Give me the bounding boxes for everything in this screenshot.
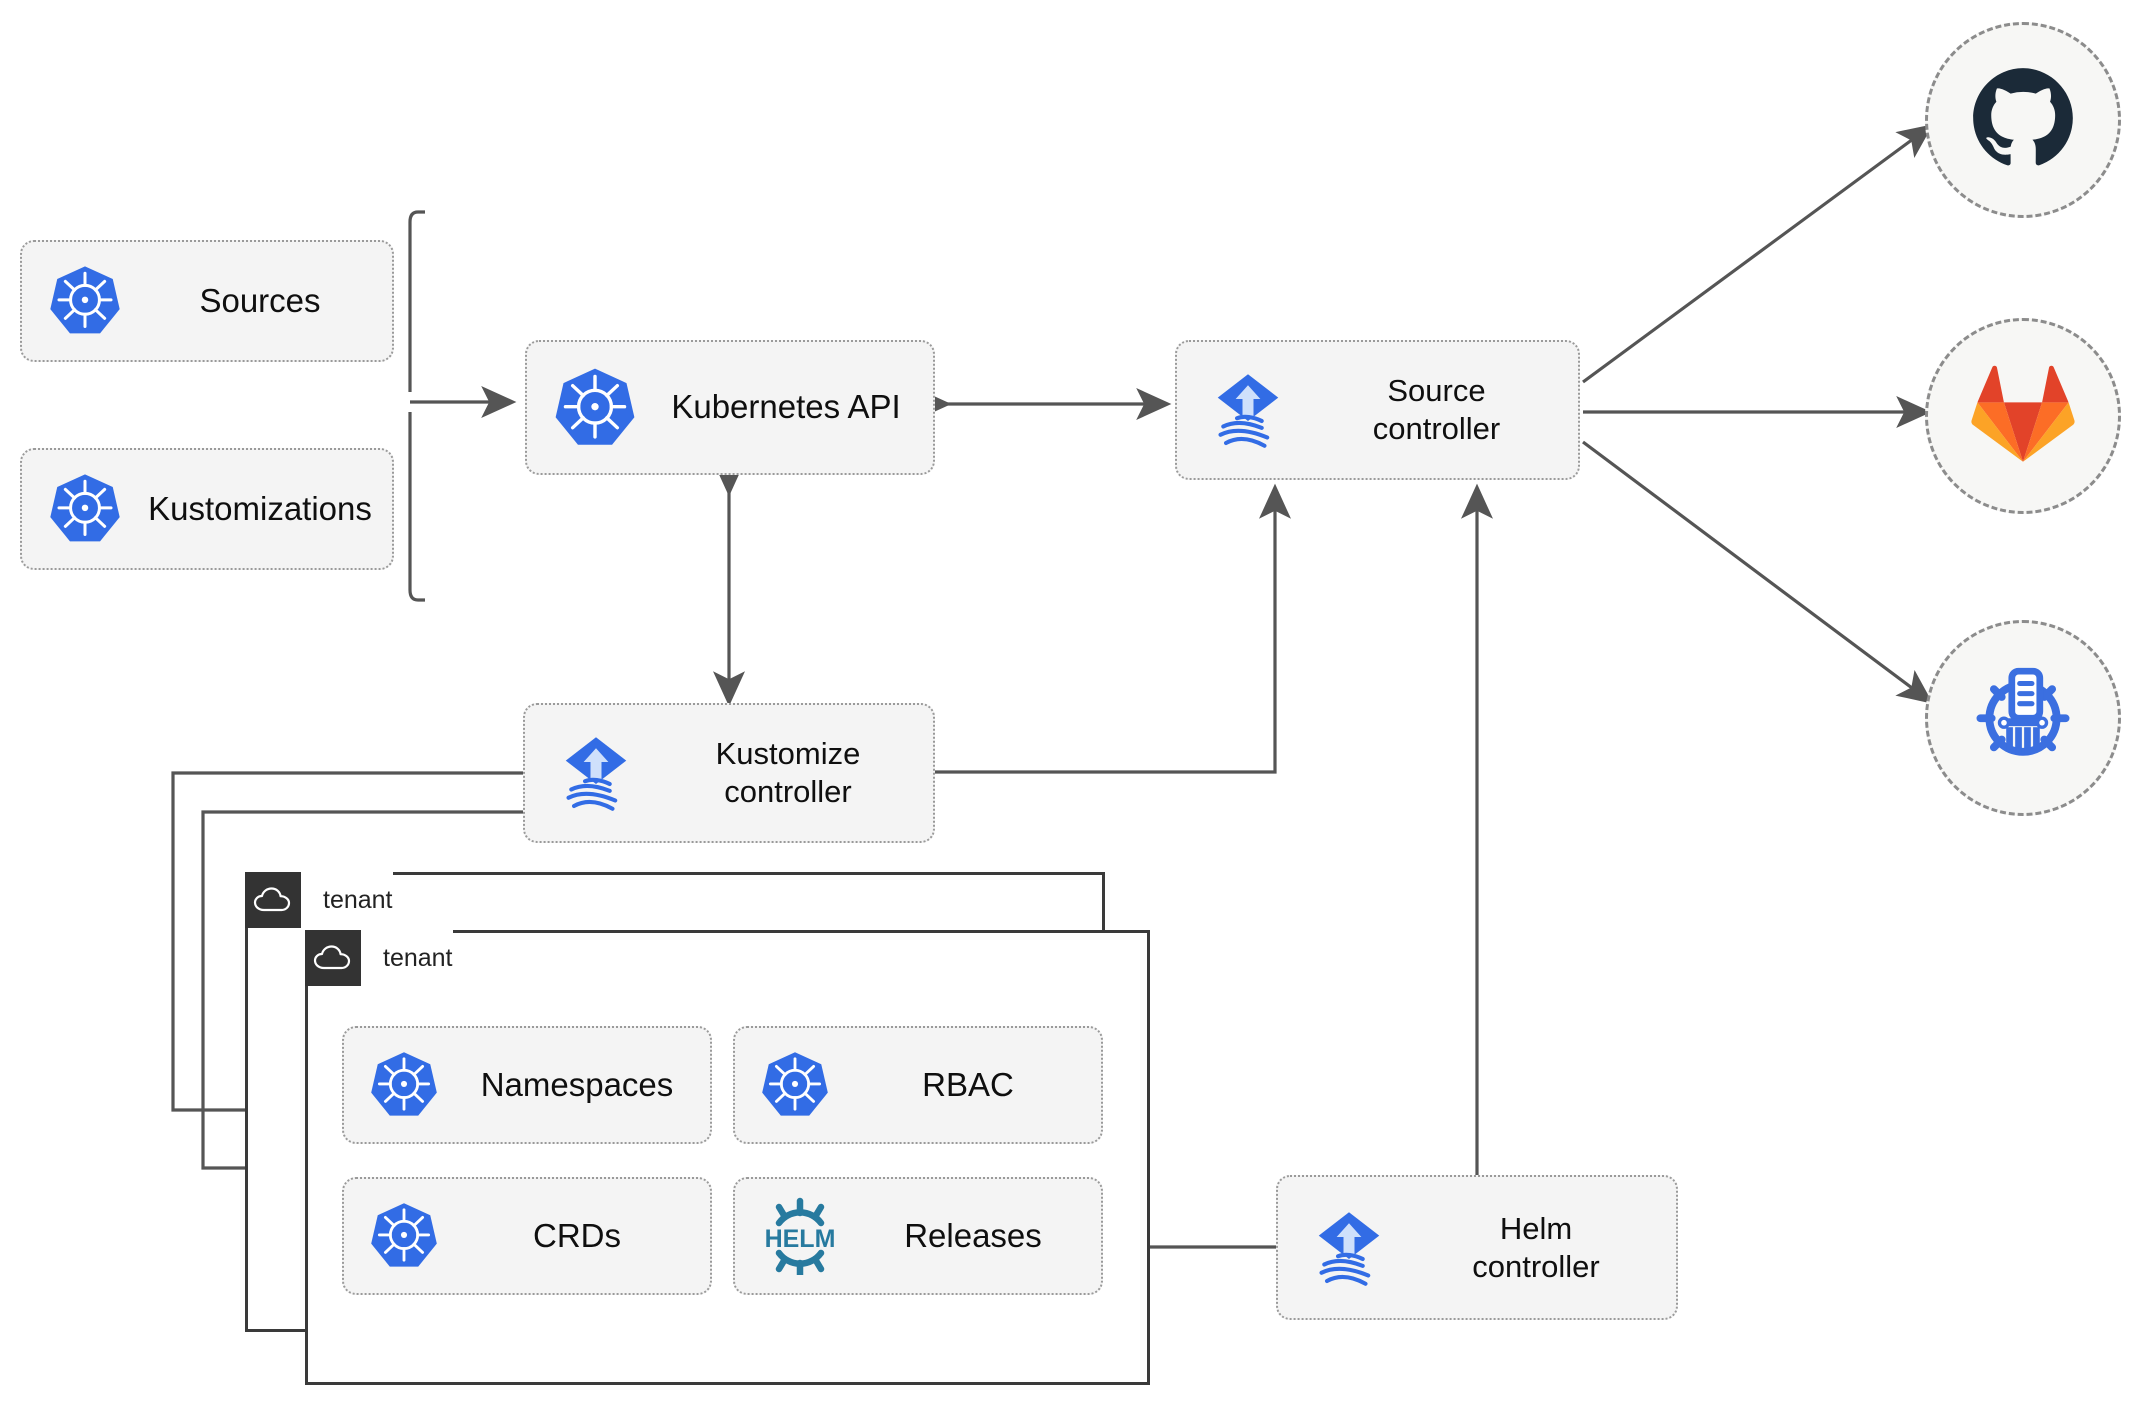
node-label-line2: controller (1472, 1248, 1600, 1284)
flux-icon (537, 729, 655, 817)
provider-helm-repository[interactable] (1925, 620, 2121, 816)
gitlab-icon (1970, 364, 2076, 469)
tenant-tab: tenant (245, 872, 393, 928)
wire-bracket-bottom (408, 412, 425, 602)
tenant-card-inner[interactable]: tenant (305, 930, 1150, 1385)
node-kustomizations[interactable]: Kustomizations (20, 448, 394, 570)
provider-gitlab[interactable] (1925, 318, 2121, 514)
node-label-line1: Source (1387, 373, 1486, 409)
node-kustomize-controller[interactable]: Kustomize controller (523, 703, 935, 843)
kubernetes-icon (354, 1201, 454, 1271)
helm-icon: HELM (745, 1197, 855, 1275)
node-source-controller[interactable]: Source controller (1175, 340, 1580, 480)
github-icon (1971, 66, 2075, 175)
node-label-line2: controller (724, 774, 852, 809)
wire-source-github (1582, 124, 1934, 384)
node-label: Kustomize controller (655, 735, 921, 811)
tenant-label: tenant (383, 943, 453, 972)
svg-text:HELM: HELM (765, 1225, 836, 1253)
node-releases[interactable]: HELM Releases (733, 1177, 1103, 1295)
wire-source-helmrepo (1582, 440, 1934, 704)
provider-github[interactable] (1925, 22, 2121, 218)
node-label: Helm controller (1408, 1210, 1664, 1286)
node-rbac[interactable]: RBAC (733, 1026, 1103, 1144)
cloud-icon (245, 872, 301, 928)
flux-icon (1290, 1204, 1408, 1292)
node-label-line1: Kustomize (715, 736, 861, 772)
node-label: Releases (904, 1216, 1042, 1254)
kubernetes-icon (354, 1050, 454, 1120)
cloud-icon (305, 930, 361, 986)
node-label: Namespaces (480, 1065, 674, 1103)
node-crds[interactable]: CRDs (342, 1177, 712, 1295)
node-label: Source controller (1307, 372, 1566, 448)
tenant-tab: tenant (305, 930, 453, 986)
wire-kustomize-source (935, 483, 1291, 774)
node-label: Sources (199, 281, 321, 319)
kubernetes-icon (32, 472, 138, 546)
kubernetes-icon (539, 366, 651, 450)
wire-bracket-top (408, 210, 425, 392)
node-label-line2: controller (1372, 411, 1501, 446)
node-helm-controller[interactable]: Helm controller (1276, 1175, 1678, 1320)
node-label: Kubernetes API (671, 388, 901, 426)
flux-icon (1189, 366, 1307, 454)
node-label: Kustomizations (148, 489, 372, 527)
tenant-label: tenant (323, 885, 393, 914)
helm-repository-icon (1967, 660, 2079, 777)
node-label-line1: Helm (1499, 1210, 1573, 1246)
node-sources[interactable]: Sources (20, 240, 394, 362)
node-kubernetes-api[interactable]: Kubernetes API (525, 340, 935, 475)
node-label: CRDs (533, 1216, 621, 1254)
node-namespaces[interactable]: Namespaces (342, 1026, 712, 1144)
kubernetes-icon (32, 264, 138, 338)
kubernetes-icon (745, 1050, 845, 1120)
node-label: RBAC (922, 1065, 1014, 1103)
